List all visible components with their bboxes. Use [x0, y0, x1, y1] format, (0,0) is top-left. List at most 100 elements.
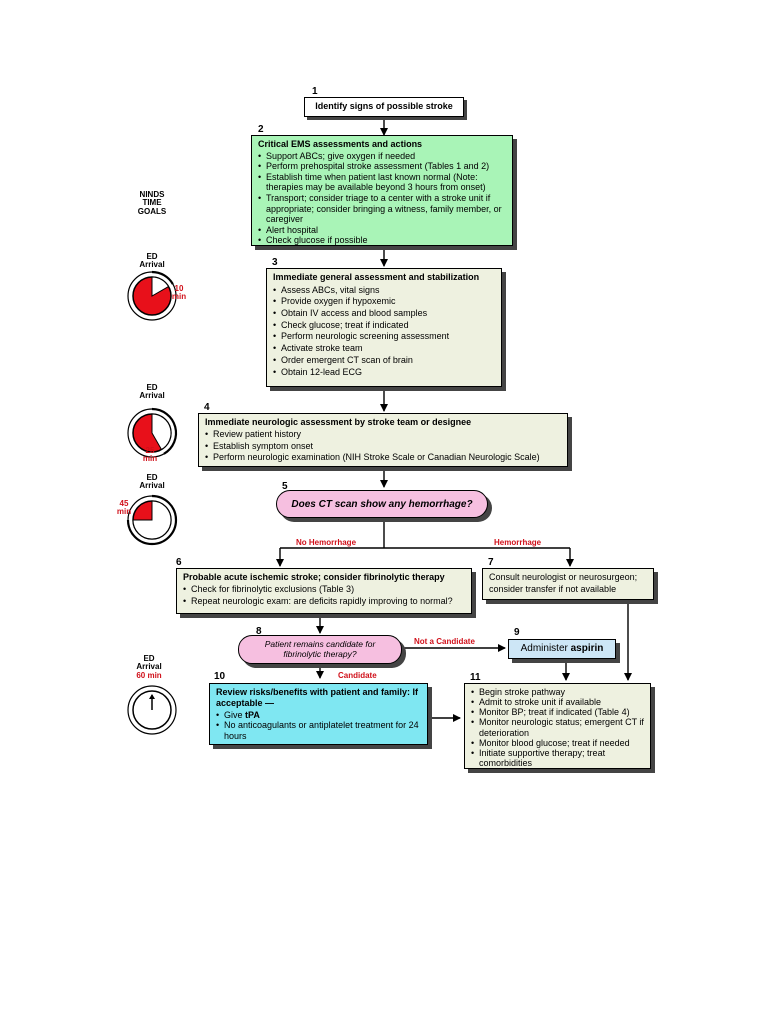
step-1-title: Identify signs of possible stroke — [315, 101, 453, 111]
step-11-number: 11 — [470, 672, 481, 683]
clock-elapsed-arc — [126, 494, 178, 546]
clock-4-ed-label: ED Arrival 60 min — [124, 654, 174, 680]
clock-hand-tip — [149, 694, 155, 699]
step-11-item: Monitor neurologic status; emergent CT i… — [471, 717, 644, 737]
step-4-number: 4 — [204, 402, 210, 413]
step-2-item: Establish time when patient last known n… — [258, 172, 506, 193]
clock-1-time-value: 10 — [174, 284, 184, 293]
clock-2-time-value: 25 — [145, 446, 155, 455]
step-6-item-0: Check for fibrinolytic exclusions (Table… — [191, 584, 355, 595]
clock-3-ed-label: ED Arrival — [132, 473, 172, 491]
edge-hemorrhage: Hemorrhage — [494, 538, 542, 547]
clock-4-label-arrival: Arrival — [136, 662, 162, 672]
step-11-item: Monitor blood glucose; treat if needed — [471, 738, 644, 748]
step-3-box: Immediate general assessment and stabili… — [266, 268, 502, 387]
step-10-item: Give tPA — [216, 710, 421, 721]
step-11-item-3: Monitor neurologic status; emergent CT i… — [479, 717, 644, 738]
ninds-line-3: GOALS — [137, 206, 167, 216]
step-7-number: 7 — [488, 557, 494, 568]
clock-2-label-ed: ED — [146, 383, 158, 392]
step-3-item: Activate stroke team — [273, 343, 495, 355]
edge-not-a-candidate: Not a Candidate — [414, 637, 475, 646]
step-6-title: Probable acute ischemic stroke; consider… — [183, 572, 445, 582]
step-6-box: Probable acute ischemic stroke; consider… — [176, 568, 472, 614]
step-5-decision: Does CT scan show any hemorrhage? — [276, 490, 488, 518]
step-3-item: Order emergent CT scan of brain — [273, 355, 495, 367]
ninds-line-1: NINDS — [139, 190, 165, 199]
step-2-item: Alert hospital — [258, 225, 506, 236]
step-3-item: Perform neurologic screening assessment — [273, 331, 495, 343]
step-10-item-0-drug: tPA — [245, 709, 260, 720]
step-4-item: Perform neurologic examination (NIH Stro… — [205, 451, 561, 464]
step-3-item-3: Check glucose; treat if indicated — [281, 319, 409, 330]
clock-elapsed-wedge — [151, 276, 170, 297]
clock-2-time: 25 min — [138, 446, 162, 464]
step-11-item-1: Admit to stroke unit if available — [479, 697, 602, 708]
step-4-item: Review patient history — [205, 429, 561, 441]
step-2-item-3: Transport; consider triage to a center w… — [266, 193, 502, 225]
step-3-title: Immediate general assessment and stabili… — [273, 272, 480, 282]
step-8-question: Patient remains candidate for fibrinolyt… — [264, 638, 376, 659]
clock-1-time-unit: min — [171, 292, 187, 302]
step-3-item-1: Provide oxygen if hypoxemic — [281, 296, 396, 307]
step-10-item: No anticoagulants or antiplatelet treatm… — [216, 720, 421, 742]
step-6-number: 6 — [176, 557, 182, 568]
step-3-item-2: Obtain IV access and blood samples — [281, 308, 428, 319]
step-4-box: Immediate neurologic assessment by strok… — [198, 413, 568, 467]
step-3-item-6: Order emergent CT scan of brain — [281, 354, 413, 365]
clock-outer-ring — [127, 685, 177, 735]
step-11-item-2: Monitor BP; treat if indicated (Table 4) — [479, 707, 630, 718]
clock-3-time: 45 min — [114, 499, 134, 517]
clock-4-time-value: 60 min — [136, 670, 162, 680]
step-10-box: Review risks/benefits with patient and f… — [209, 683, 428, 745]
step-2-item: Transport; consider triage to a center w… — [258, 193, 506, 225]
step-9-box: Administer aspirin — [508, 639, 616, 659]
step-11-box: Begin stroke pathway Admit to stroke uni… — [464, 683, 651, 769]
step-2-item: Support ABCs; give oxygen if needed — [258, 151, 506, 162]
step-2-box: Critical EMS assessments and actions Sup… — [251, 135, 513, 246]
step-11-item-0: Begin stroke pathway — [479, 687, 566, 697]
clock-1-label-ed: ED — [146, 252, 158, 261]
clock-3-label-arrival: Arrival — [139, 481, 165, 491]
step-3-item-0: Assess ABCs, vital signs — [281, 284, 380, 295]
step-7-box: Consult neurologist or neurosurgeon; con… — [482, 568, 654, 600]
step-3-item-5: Activate stroke team — [281, 343, 363, 354]
clock-2-ed-label: ED Arrival — [132, 383, 172, 401]
clock-1-icon — [127, 270, 177, 321]
clock-elapsed-arc — [151, 270, 174, 285]
edge-no-hemorrhage: No Hemorrhage — [296, 538, 357, 547]
step-10-title: Review risks/benefits with patient and f… — [216, 687, 419, 708]
step-9-number: 9 — [514, 627, 520, 638]
step-6-item: Check for fibrinolytic exclusions (Table… — [183, 584, 465, 596]
step-2-number: 2 — [258, 124, 264, 135]
step-5-number: 5 — [282, 481, 288, 492]
step-1-number: 1 — [312, 86, 318, 97]
edge-candidate: Candidate — [338, 671, 377, 680]
clock-2-time-unit: min — [142, 454, 158, 464]
step-11-item: Begin stroke pathway — [471, 687, 644, 697]
step-7-text: Consult neurologist or neurosurgeon; con… — [489, 572, 638, 594]
clock-3-time-value: 45 — [119, 499, 129, 508]
ninds-time-goals-label: NINDS TIME GOALS — [132, 190, 172, 216]
step-11-item-4: Monitor blood glucose; treat if needed — [479, 737, 630, 748]
step-4-item-2: Perform neurologic examination (NIH Stro… — [213, 451, 540, 462]
step-10-item-1: No anticoagulants or antiplatelet treatm… — [224, 720, 419, 742]
clock-1-label-arrival: Arrival — [139, 260, 165, 270]
step-5-question: Does CT scan show any hemorrhage? — [291, 498, 473, 510]
clock-3-icon — [126, 494, 178, 546]
step-6-item: Repeat neurologic exam: are deficits rap… — [183, 596, 465, 608]
clock-4-label-ed: ED — [143, 654, 155, 663]
clock-1-ed-label: ED Arrival — [132, 252, 172, 270]
step-3-item: Assess ABCs, vital signs — [273, 285, 495, 297]
step-2-title: Critical EMS assessments and actions — [258, 139, 423, 149]
clock-1-time: 10 min — [168, 284, 190, 302]
step-10-item-0-prefix: Give — [224, 709, 246, 720]
step-10-number: 10 — [214, 671, 226, 682]
step-3-item: Obtain IV access and blood samples — [273, 308, 495, 320]
step-1-box: Identify signs of possible stroke — [304, 97, 464, 117]
step-3-item-7: Obtain 12-lead ECG — [281, 366, 363, 377]
step-3-item-4: Perform neurologic screening assessment — [281, 331, 450, 342]
step-4-item-1: Establish symptom onset — [213, 440, 314, 451]
step-11-item-5: Initiate supportive therapy; treat comor… — [479, 747, 606, 769]
step-3-item: Check glucose; treat if indicated — [273, 320, 495, 332]
